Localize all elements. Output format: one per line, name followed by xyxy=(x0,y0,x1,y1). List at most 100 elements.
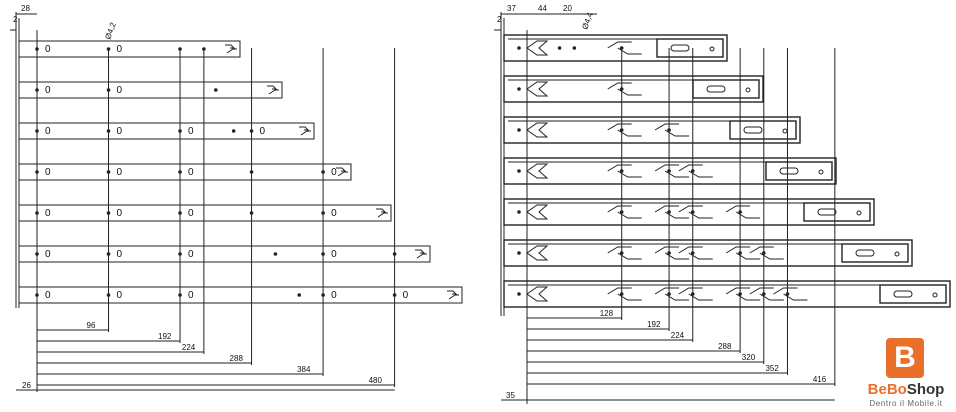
left-rail-end-clip xyxy=(447,290,459,300)
right-slide-loop xyxy=(654,205,690,219)
right-ball-cartridge xyxy=(803,202,871,222)
left-rail-end-clip xyxy=(225,44,237,54)
right-rail xyxy=(503,280,951,308)
brand-tagline: Dentro il Mobile.it xyxy=(869,399,943,408)
right-cartridge-screw xyxy=(818,169,824,175)
right-front-bracket xyxy=(526,245,549,261)
left-top-dim-28: 28 xyxy=(21,4,30,13)
right-ball-cartridge xyxy=(765,161,833,181)
left-rail xyxy=(18,245,431,263)
right-dim-label: 224 xyxy=(671,331,685,340)
left-mounting-hole xyxy=(273,252,278,256)
left-hole-label: 0 xyxy=(45,126,51,137)
right-slide-loop xyxy=(654,123,690,137)
left-hole-label: 0 xyxy=(45,44,51,55)
left-hole-label: 0 xyxy=(45,85,51,96)
left-mounting-hole xyxy=(297,293,302,297)
right-slide-loop xyxy=(607,205,642,219)
left-hole-label: 0 xyxy=(117,249,123,260)
left-hole-label: 0 xyxy=(403,290,409,301)
right-front-bracket xyxy=(526,286,549,302)
brand-name-part1: BeBo xyxy=(867,381,907,398)
right-dim-label: 288 xyxy=(718,342,732,351)
left-hole-label: 0 xyxy=(331,167,337,178)
right-mounting-hole xyxy=(517,292,521,296)
right-slide-loop xyxy=(773,287,808,301)
right-rail xyxy=(503,34,728,62)
right-slide-loop xyxy=(749,287,784,301)
right-slide-loop xyxy=(725,246,761,260)
left-dim-label: 384 xyxy=(297,365,311,374)
right-slide-loop xyxy=(678,164,713,178)
right-front-bracket xyxy=(526,40,549,56)
brand-name-part2: Shop xyxy=(906,381,945,398)
left-hole-label: 0 xyxy=(331,290,337,301)
right-cartridge-screw xyxy=(709,46,715,52)
right-dim-label: 320 xyxy=(742,353,756,362)
right-mounting-hole xyxy=(517,169,521,173)
right-front-bracket xyxy=(526,81,549,97)
left-hole-label: 0 xyxy=(188,167,194,178)
right-cartridge-screw xyxy=(856,210,862,216)
left-rail-end-clip xyxy=(415,249,427,259)
right-front-bracket xyxy=(526,122,549,138)
left-hole-label: 0 xyxy=(117,85,123,96)
left-hole-label: 0 xyxy=(117,167,123,178)
left-dim-label: 288 xyxy=(230,354,244,363)
left-rail-end-clip xyxy=(376,208,388,218)
left-rail xyxy=(18,40,241,58)
right-slide-loop xyxy=(654,287,690,301)
left-hole-label: 0 xyxy=(45,290,51,301)
right-rail xyxy=(503,239,913,267)
right-mounting-hole xyxy=(517,210,521,214)
left-hole-label: 0 xyxy=(331,208,337,219)
left-hole-label: 0 xyxy=(260,126,266,137)
right-dim-label: 128 xyxy=(600,309,614,318)
right-mounting-hole xyxy=(517,251,521,255)
left-hole-label: 0 xyxy=(45,208,51,219)
right-slide-loop xyxy=(607,287,642,301)
right-front-bracket xyxy=(526,204,549,220)
logo-mark: B xyxy=(886,338,924,378)
left-rail xyxy=(18,163,352,181)
right-slide-loop xyxy=(607,246,642,260)
right-dim-label: 192 xyxy=(647,320,661,329)
right-slide-loop xyxy=(607,164,642,178)
left-rail-end-clip xyxy=(267,85,279,95)
left-rail-end-clip xyxy=(299,126,311,136)
right-slide-loop xyxy=(678,287,713,301)
right-offset-label: 35 xyxy=(506,391,515,400)
right-mounting-hole xyxy=(572,46,577,50)
left-hole-label: 0 xyxy=(188,249,194,260)
left-mounting-hole xyxy=(231,129,236,133)
left-dim-label: 96 xyxy=(87,321,96,330)
right-top-dim-44: 44 xyxy=(538,4,547,13)
left-hole-label: 0 xyxy=(188,290,194,301)
left-hole-label: 0 xyxy=(117,208,123,219)
right-ball-cartridge xyxy=(879,284,947,304)
right-dim-label: 352 xyxy=(765,364,779,373)
bebo-shop-logo: B BeBoShop Dentro il Mobile.it xyxy=(858,338,954,410)
left-rail xyxy=(18,122,315,140)
right-cartridge-screw xyxy=(932,292,938,298)
right-cartridge-slot xyxy=(779,167,799,175)
right-top-dim-20: 20 xyxy=(563,4,572,13)
right-rail xyxy=(503,157,837,185)
right-slide-loop xyxy=(678,205,713,219)
brand-name: BeBoShop xyxy=(858,382,954,398)
right-slide-loop xyxy=(749,246,784,260)
left-dim-label: 224 xyxy=(182,343,196,352)
left-hole-diameter: Ø4,2 xyxy=(103,21,118,41)
right-cartridge-slot xyxy=(670,44,690,52)
left-hole-label: 0 xyxy=(117,290,123,301)
right-cartridge-screw xyxy=(782,128,788,134)
right-rail xyxy=(503,198,875,226)
left-hole-label: 0 xyxy=(188,126,194,137)
right-slide-loop xyxy=(678,246,713,260)
right-ball-cartridge xyxy=(729,120,797,140)
right-dim-label: 416 xyxy=(813,375,827,384)
right-cartridge-slot xyxy=(817,208,837,216)
